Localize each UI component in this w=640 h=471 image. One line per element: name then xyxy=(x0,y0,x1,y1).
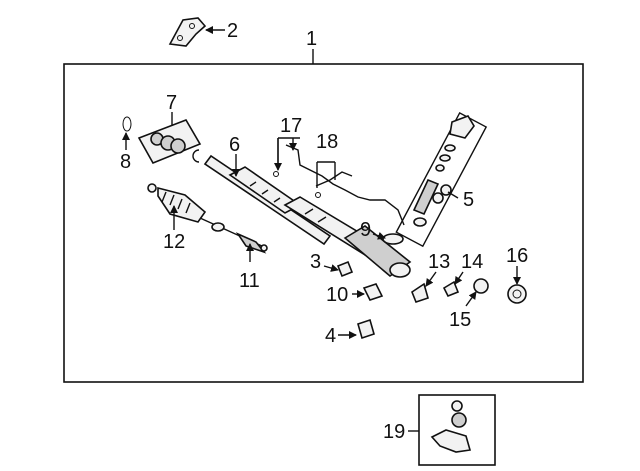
leader-9 xyxy=(372,231,386,240)
callout-16: 16 xyxy=(506,245,528,267)
part-12-rack-boot xyxy=(147,183,207,223)
callout-9: 9 xyxy=(360,219,371,241)
part-17-18-fluid-lines xyxy=(273,144,405,226)
part-16-cap-inner xyxy=(512,289,522,299)
callout-10: 10 xyxy=(326,284,348,306)
assembly-frame xyxy=(63,63,584,383)
leader-18 xyxy=(316,161,336,188)
callout-7: 7 xyxy=(166,92,177,114)
part-16-cap xyxy=(507,284,527,304)
callout-15: 15 xyxy=(449,309,471,331)
part-5-frame xyxy=(395,111,488,248)
callout-14: 14 xyxy=(461,251,483,273)
part-9-gasket xyxy=(382,233,404,245)
callout-11: 11 xyxy=(239,270,260,292)
snap-ring xyxy=(192,149,200,163)
leader-17 xyxy=(277,137,300,168)
callout-3: 3 xyxy=(310,251,321,273)
part-14-clip xyxy=(442,280,460,298)
part-3-bushing xyxy=(336,260,354,278)
part-6-steering-rack xyxy=(203,154,412,278)
part-8-o-ring xyxy=(122,116,132,132)
callout-18: 18 xyxy=(316,131,338,153)
part-11-tie-rod xyxy=(199,217,268,254)
callout-17: 17 xyxy=(280,115,302,137)
part-19-frame xyxy=(418,394,496,466)
part-4-cushion xyxy=(357,318,375,340)
part-13-seal xyxy=(411,282,429,303)
callout-13: 13 xyxy=(428,251,450,273)
part-2-bracket xyxy=(168,17,207,47)
part-5-valve-assembly xyxy=(412,115,475,227)
leader-5 xyxy=(447,191,459,199)
part-19-tie-rod-end xyxy=(430,400,472,453)
part-15-washer xyxy=(473,278,489,294)
callout-8: 8 xyxy=(120,151,131,173)
leader-14 xyxy=(454,271,464,285)
part-10-mount xyxy=(362,283,384,301)
callout-4: 4 xyxy=(325,325,336,347)
callout-6: 6 xyxy=(229,134,240,156)
callout-5: 5 xyxy=(463,189,474,211)
callout-2: 2 xyxy=(227,20,238,42)
leader-3 xyxy=(323,264,339,272)
leader-13 xyxy=(425,271,437,287)
leader-15 xyxy=(465,291,477,307)
callout-19: 19 xyxy=(383,421,405,443)
callout-12: 12 xyxy=(163,231,185,253)
part-7-seal-kit xyxy=(137,119,202,165)
callout-1: 1 xyxy=(306,28,317,50)
